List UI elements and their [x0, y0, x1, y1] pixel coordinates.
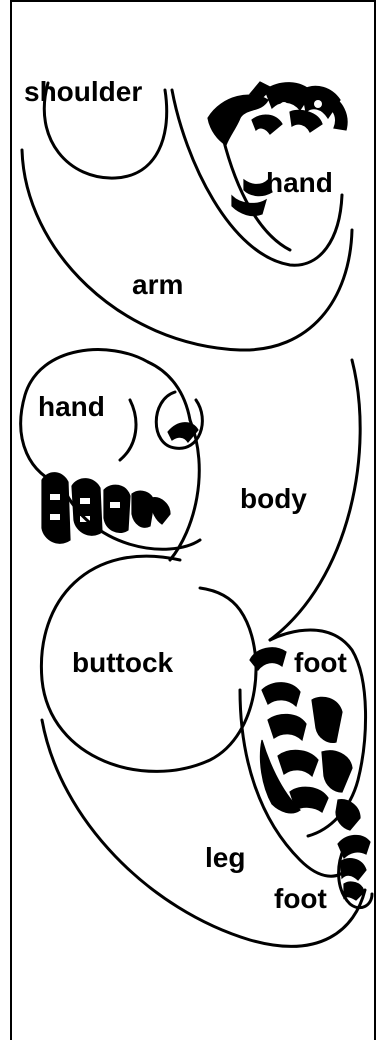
- label-arm: arm: [132, 269, 183, 300]
- label-foot-lower: foot: [274, 883, 327, 914]
- hand-left-wrist: [120, 400, 136, 460]
- label-shoulder: shoulder: [24, 76, 142, 107]
- label-foot-upper: foot: [294, 647, 347, 678]
- hand-left-inner: [148, 362, 190, 420]
- label-leg: leg: [205, 842, 245, 873]
- label-hand-left: hand: [38, 391, 105, 422]
- label-hand-upper: hand: [266, 167, 333, 198]
- label-body: body: [240, 483, 307, 514]
- label-buttock: buttock: [72, 647, 174, 678]
- body-left-outline: [170, 420, 199, 560]
